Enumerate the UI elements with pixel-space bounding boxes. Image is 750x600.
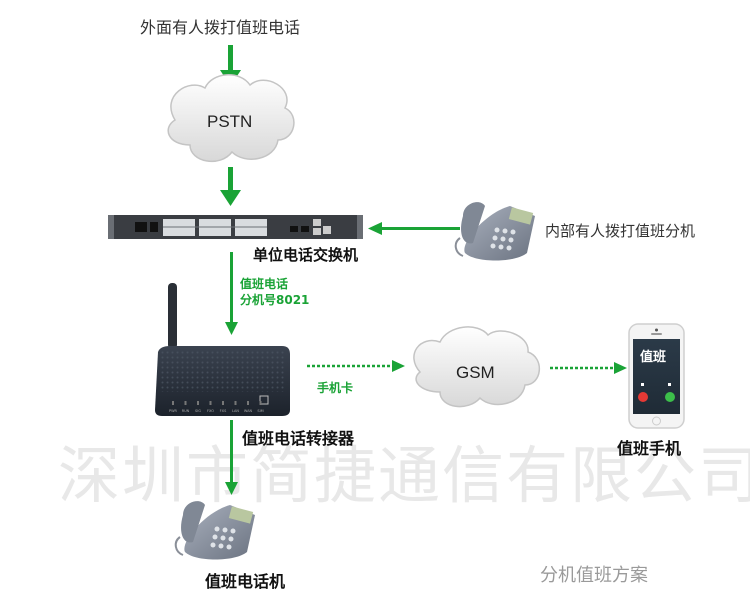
converter-led	[209, 401, 212, 405]
pstn-label: PSTN	[207, 112, 253, 131]
converter-led-label: WAN	[244, 409, 253, 413]
external-caller-caption: 外面有人拨打值班电话	[140, 18, 301, 37]
arrow-converter-to-deskphone	[225, 420, 238, 495]
converter-led-label: FXO	[207, 409, 214, 413]
arrow-pstn-to-pbx	[220, 167, 241, 206]
converter-led	[222, 401, 224, 405]
gsm-cloud	[413, 326, 540, 408]
converter-led-label: RUN	[182, 409, 190, 413]
converter-led-label: LAN	[232, 409, 239, 413]
duty-desk-phone-icon	[174, 501, 255, 560]
internal-desk-phone-icon	[454, 202, 535, 261]
converter-led	[184, 401, 187, 405]
mobile-screen-caller-text: 值班	[640, 350, 667, 365]
converter-led-label: SIM	[257, 409, 263, 413]
company-watermark: 深圳市简捷通信有限公司	[58, 439, 750, 512]
pbx-label: 单位电话交换机	[253, 246, 359, 264]
internal-caller-label: 内部有人拨打值班分机	[545, 222, 696, 240]
converter-led-label: FXS	[220, 409, 227, 413]
converter-led-label: SIG	[195, 409, 201, 413]
converter-led	[234, 401, 237, 405]
converter-led-labels: PWR RUN SIG FXO FXS LAN WAN SIM	[169, 401, 264, 413]
converter-led	[172, 401, 174, 405]
converter-led	[247, 401, 249, 405]
duty-desk-phone-label: 值班电话机	[205, 572, 286, 591]
converter-led	[259, 401, 262, 405]
pbx-switch-device	[108, 215, 363, 239]
mobile-phone-icon	[628, 323, 685, 429]
arrow-converter-to-gsm	[307, 360, 405, 372]
duty-mobile-label: 值班手机	[617, 439, 682, 458]
extension-number-label: 分机号8021	[240, 293, 310, 307]
arrow-internal-to-pbx	[368, 222, 460, 235]
sim-card-label: 手机卡	[317, 381, 354, 395]
converter-led-label: PWR	[169, 409, 178, 413]
converter-label: 值班电话转接器	[242, 429, 355, 448]
gsm-label: GSM	[456, 363, 495, 382]
arrow-gsm-to-mobile	[550, 362, 627, 374]
arrow-pbx-to-converter	[225, 252, 238, 335]
extension-label-line1: 值班电话	[240, 277, 289, 291]
converter-led	[197, 401, 199, 405]
converter-device	[155, 283, 290, 416]
pstn-cloud	[167, 74, 295, 163]
scheme-subtitle: 分机值班方案	[540, 565, 648, 586]
